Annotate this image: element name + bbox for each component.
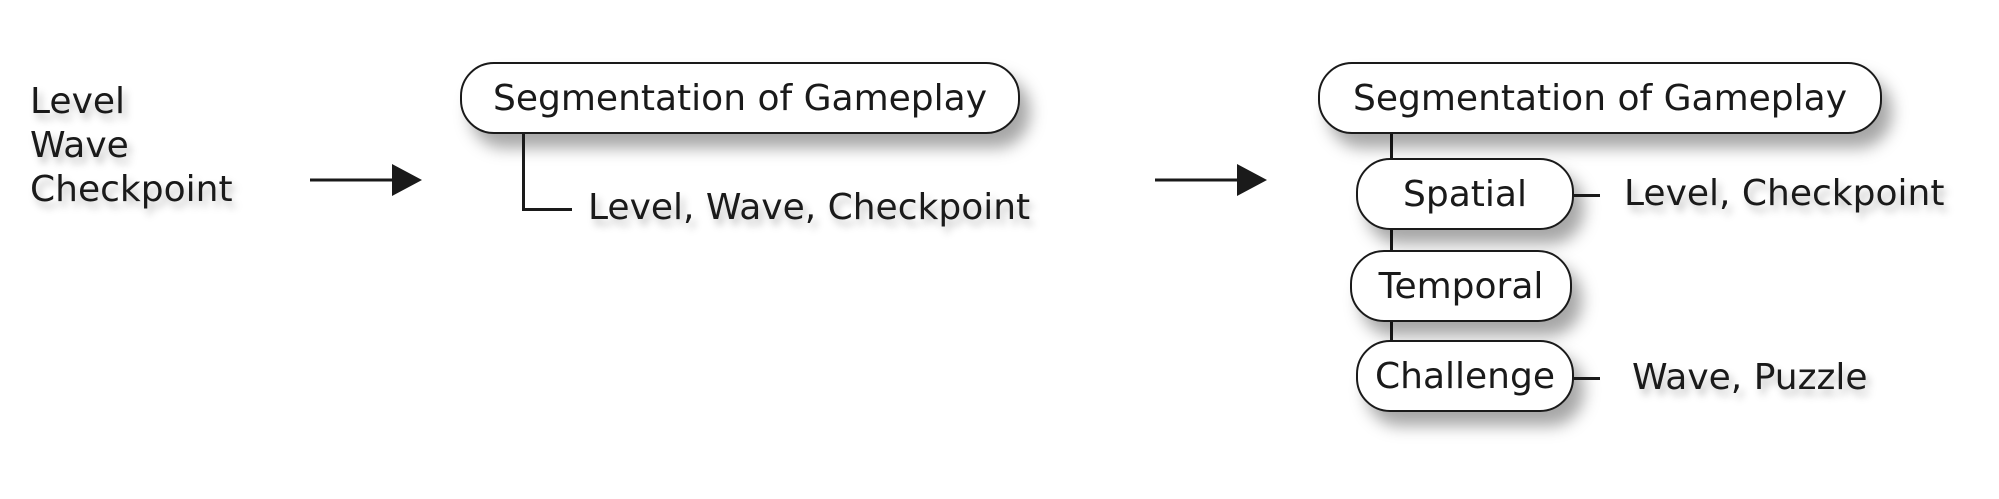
temporal-label: Temporal — [1378, 265, 1544, 307]
spatial-connector — [1574, 194, 1600, 197]
spatial-node: Spatial — [1356, 158, 1574, 230]
middle-root-label: Segmentation of Gameplay — [493, 77, 987, 119]
right-root-node: Segmentation of Gameplay — [1318, 62, 1882, 134]
spatial-label: Spatial — [1403, 173, 1527, 215]
term-checkpoint: Checkpoint — [30, 169, 233, 210]
middle-connector-vertical — [522, 134, 525, 210]
middle-connector-horizontal — [522, 208, 572, 211]
spatial-examples: Level, Checkpoint — [1624, 173, 1945, 214]
term-list: Level Wave Checkpoint — [30, 80, 233, 212]
term-level: Level — [30, 81, 126, 122]
right-root-label: Segmentation of Gameplay — [1353, 77, 1847, 119]
arrow-right-icon — [1155, 164, 1267, 196]
challenge-connector — [1574, 377, 1600, 380]
challenge-node: Challenge — [1356, 340, 1574, 412]
temporal-node: Temporal — [1350, 250, 1572, 322]
middle-child-label: Level, Wave, Checkpoint — [588, 187, 1031, 228]
middle-root-node: Segmentation of Gameplay — [460, 62, 1020, 134]
term-wave: Wave — [30, 125, 129, 166]
arrow-right-icon — [310, 164, 422, 196]
challenge-label: Challenge — [1375, 355, 1555, 397]
challenge-examples: Wave, Puzzle — [1632, 357, 1868, 398]
